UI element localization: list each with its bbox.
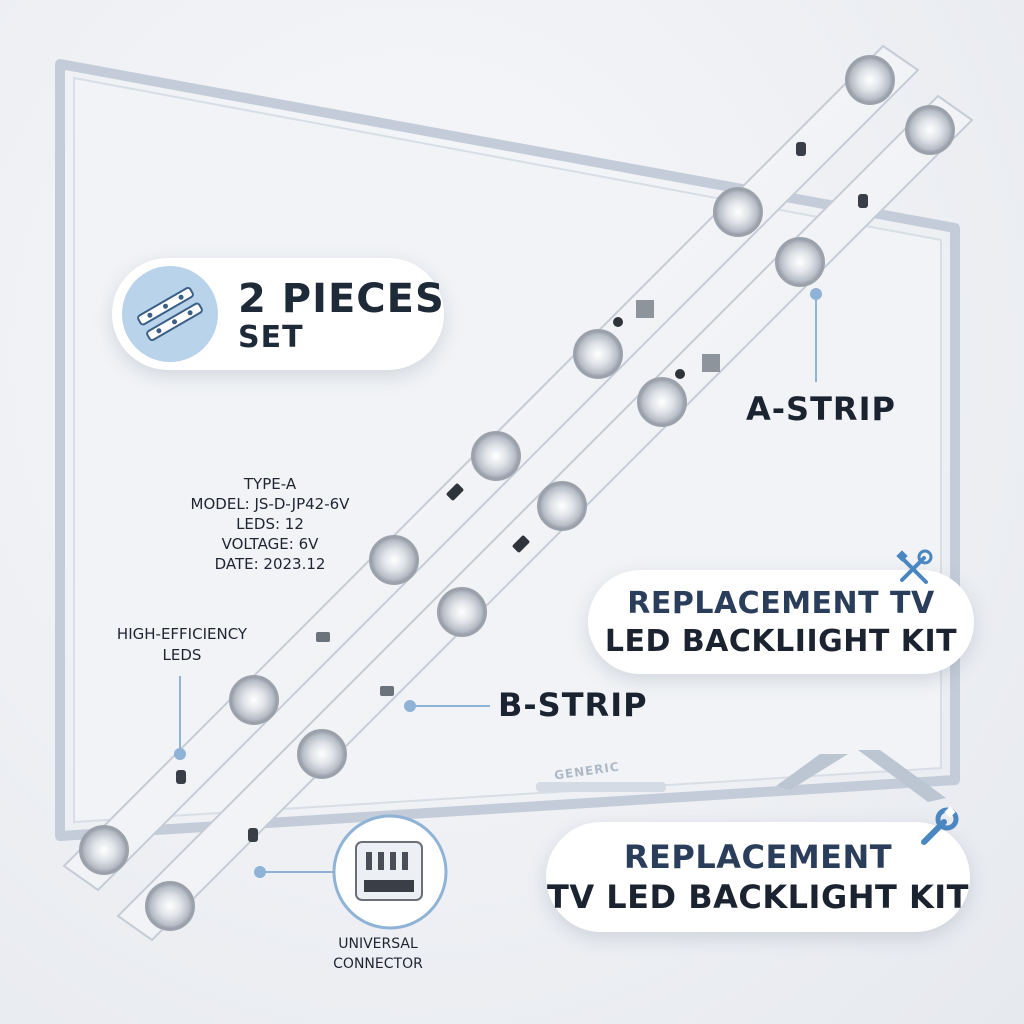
spec-voltage: VOLTAGE: 6V [221, 535, 319, 553]
kit-upper-line2: LED BACKLIIGHT KIT [604, 624, 958, 659]
pieces-count: 2 PIECES [238, 276, 445, 322]
universal-line1: UNIVERSAL [338, 936, 418, 952]
led-strip-b [116, 94, 974, 942]
universal-line2: CONNECTOR [333, 956, 423, 972]
spec-model: MODEL: JS-D-JP42-6V [190, 495, 350, 513]
high-efficiency-line2: LEDS [162, 646, 202, 664]
pieces-set: SET [238, 320, 304, 355]
kit-upper-line1: REPLACEMENT TV [627, 586, 935, 621]
kit-lower-line1: REPLACEMENT [623, 838, 893, 876]
spec-date: DATE: 2023.12 [214, 555, 326, 573]
led-strips-icon [122, 266, 218, 362]
tools-icon [896, 549, 933, 584]
high-efficiency-label: HIGH-EFFICIENCY LEDS [92, 624, 272, 666]
high-efficiency-line1: HIGH-EFFICIENCY [116, 625, 248, 643]
kit-badge-lower: REPLACEMENT TV LED BACKLIGHT KIT [546, 822, 970, 932]
a-strip-label: A-STRIP [746, 390, 896, 428]
pieces-badge: 2 PIECES SET [112, 258, 444, 370]
kit-lower-line2: TV LED BACKLIGHT KIT [547, 878, 969, 916]
spec-block: TYPE-A MODEL: JS-D-JP42-6V LEDS: 12 VOLT… [150, 474, 390, 574]
universal-connector-label: UNIVERSAL CONNECTOR [318, 934, 438, 974]
spec-type: TYPE-A [243, 475, 297, 493]
wrench-icon [921, 806, 959, 845]
b-strip-label: B-STRIP [498, 686, 648, 724]
connector-zoom [332, 814, 448, 930]
spec-leds: LEDS: 12 [236, 515, 304, 533]
callout-lines [174, 288, 822, 878]
led-strip-a [62, 44, 920, 892]
kit-badge-upper: REPLACEMENT TV LED BACKLIIGHT KIT [588, 570, 974, 674]
